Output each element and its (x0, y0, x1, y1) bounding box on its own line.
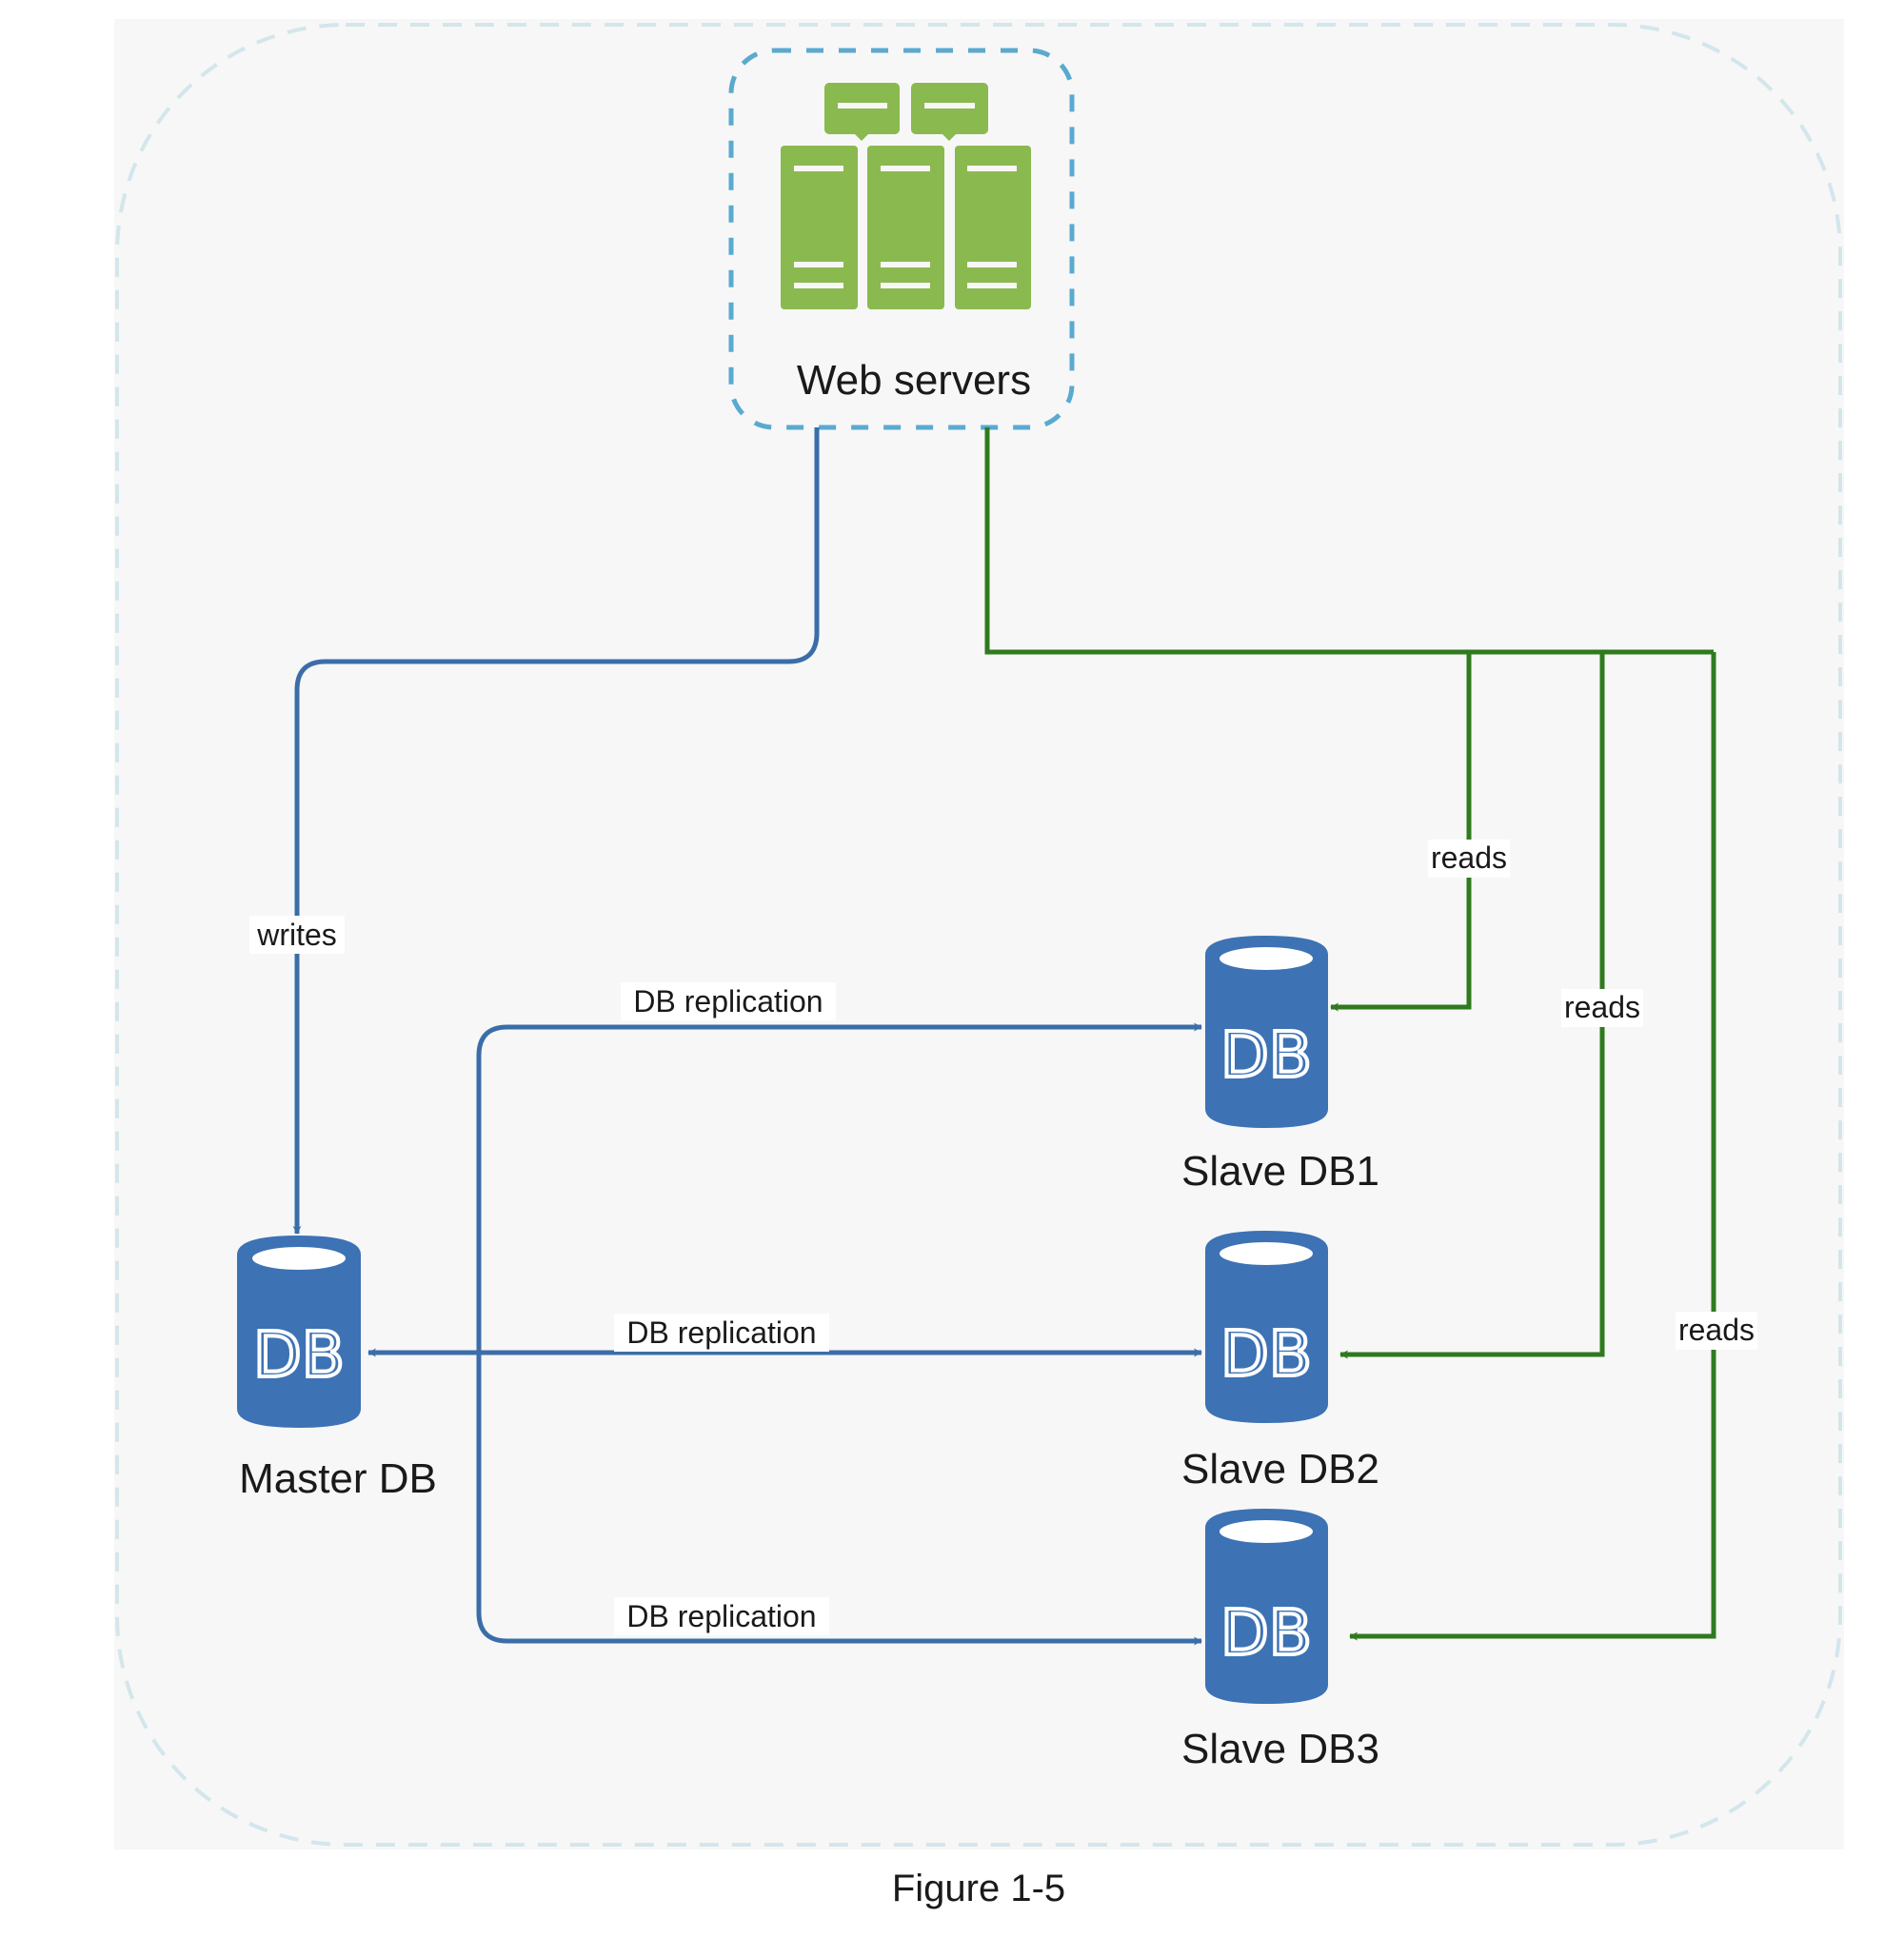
replication-trunk (476, 1024, 1201, 1644)
replication-label-3: DB replication (626, 1599, 816, 1633)
system-boundary (115, 23, 1842, 1847)
reads-label-bg-1 (1428, 840, 1510, 878)
db-icon-text: DB (1220, 1317, 1312, 1391)
writes-edge[interactable] (292, 427, 820, 1235)
slave-db3-node[interactable]: DB Slave DB3 (1181, 1509, 1379, 1772)
reads-edge-slave3[interactable] (1349, 652, 1716, 1641)
db-icon-text: DB (1220, 1018, 1312, 1092)
replication-label-2: DB replication (626, 1315, 816, 1350)
server-rack-icon (781, 83, 1031, 309)
master-db-label: Master DB (239, 1455, 437, 1502)
reads-label-3: reads (1678, 1313, 1755, 1347)
reads-label-1: reads (1431, 840, 1507, 875)
reads-edge-slave2[interactable] (1339, 652, 1605, 1359)
web-servers-label: Web servers (797, 357, 1031, 404)
reads-label-bg-2 (1561, 989, 1643, 1027)
figure-caption: Figure 1-5 (892, 1868, 1065, 1909)
slave-db2-node[interactable]: DB Slave DB2 (1181, 1231, 1379, 1493)
slave-db3-label: Slave DB3 (1181, 1726, 1379, 1772)
slave-db2-label: Slave DB2 (1181, 1446, 1379, 1493)
database-icon: DB (237, 1236, 361, 1428)
database-icon: DB (1205, 936, 1328, 1128)
slave-db1-node[interactable]: DB Slave DB1 (1181, 936, 1379, 1195)
slave-db1-label: Slave DB1 (1181, 1148, 1379, 1195)
writes-label: writes (256, 918, 337, 952)
master-db-node[interactable]: DB Master DB (237, 1236, 437, 1502)
writes-label-bg (249, 916, 345, 954)
db-icon-text: DB (1220, 1596, 1312, 1670)
reads-label-bg-3 (1676, 1312, 1757, 1350)
replication-label-bg-2 (614, 1314, 829, 1352)
reads-edge-slave1[interactable] (1330, 652, 1472, 1012)
replication-label-bg-1 (621, 982, 836, 1020)
panel-background (114, 19, 1844, 1849)
replication-label-bg-3 (614, 1597, 829, 1635)
replication-label-1: DB replication (633, 984, 823, 1018)
reads-label-2: reads (1564, 990, 1640, 1024)
reads-trunk (984, 427, 1714, 655)
database-icon: DB (1205, 1231, 1328, 1423)
db-icon-text: DB (253, 1318, 345, 1392)
web-servers-group-border (728, 48, 1075, 430)
database-icon: DB (1205, 1509, 1328, 1704)
web-servers-node[interactable]: Web servers (728, 48, 1075, 430)
